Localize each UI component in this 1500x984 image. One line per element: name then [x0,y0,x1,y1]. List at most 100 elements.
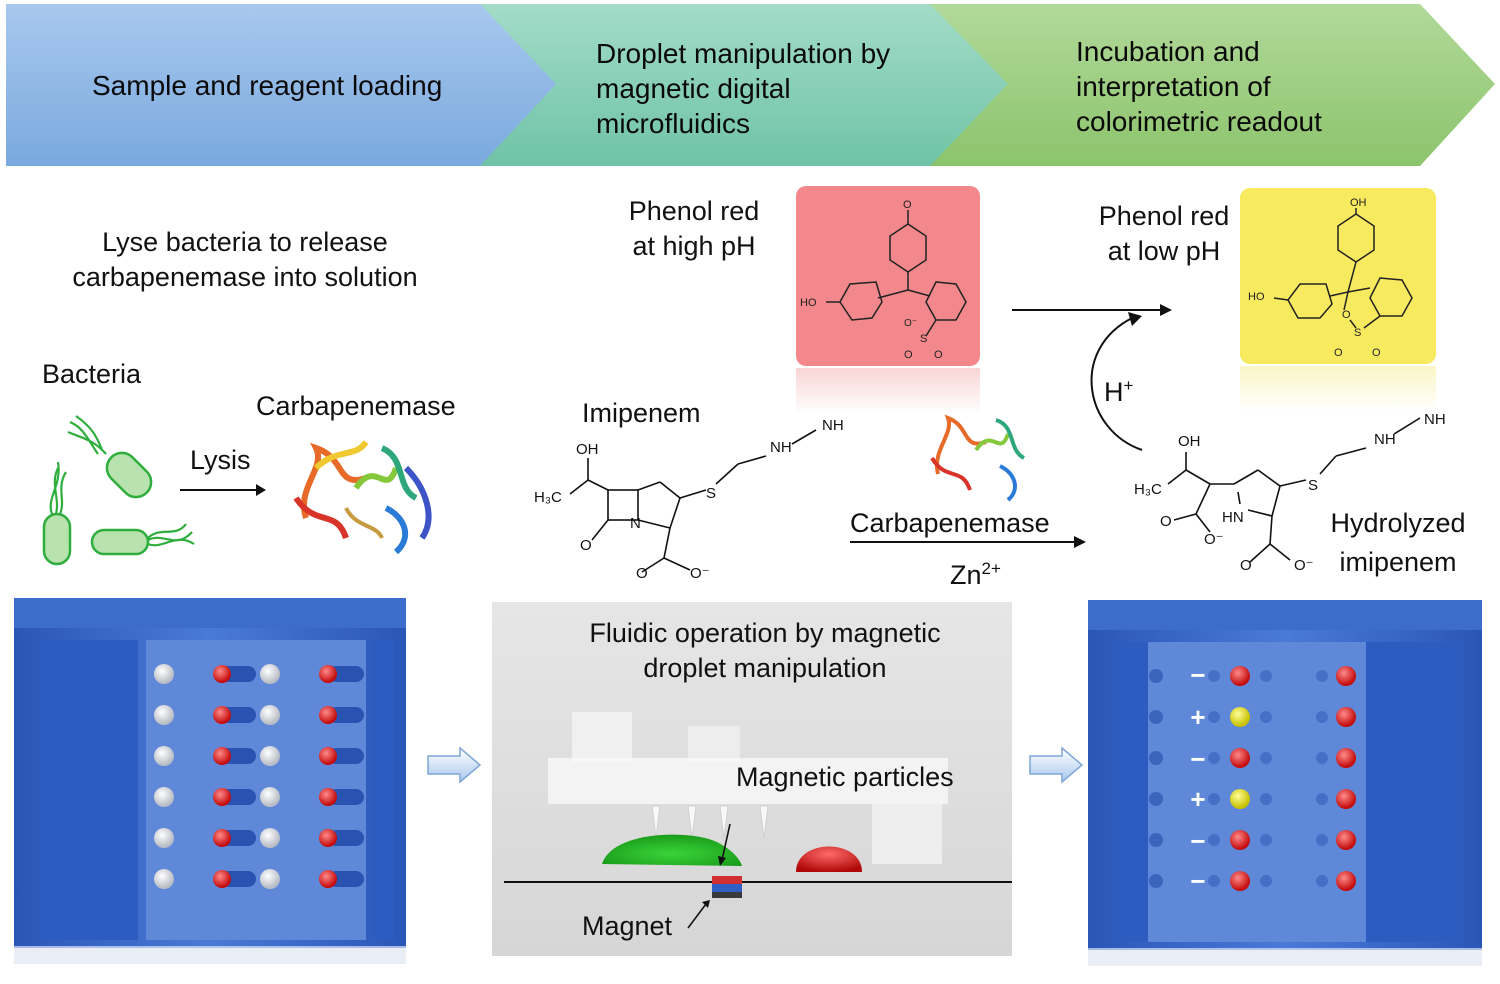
o-label: O [934,349,943,361]
left-droplet-grid [154,664,364,889]
empty-well [1208,875,1220,887]
empty-well [1208,670,1220,682]
control-droplet [1336,789,1356,809]
reagent-droplet [319,665,337,683]
empty-well [1149,669,1163,683]
negative-droplet [1230,830,1250,850]
step-1-label: Sample and reagent loading [92,70,443,101]
step-1-arrow [6,4,556,166]
control-droplet [1336,666,1356,686]
empty-well [1316,834,1328,846]
magnetic-particles-label: Magnetic particles [736,762,954,792]
control-droplet [1336,871,1356,891]
sample-droplet [260,828,280,848]
sample-droplet [154,664,174,684]
phenol-red-high-label: Phenol red at high pH [628,196,760,261]
control-droplet [1336,830,1356,850]
empty-well [1208,793,1220,805]
empty-well [1316,793,1328,805]
empty-well [1316,875,1328,887]
readout-sign: + [1190,702,1206,732]
loading-cartridge [14,598,406,964]
magnetic-droplet-device [492,602,1012,956]
hydrolyzed-imipenem-label: Hydrolyzed imipenem [1330,508,1466,577]
imipenem-oh-label: OH [576,441,599,458]
hydro-hn-label: HN [1222,509,1244,526]
lysis-label: Lysis [190,445,251,475]
channel-slot [328,748,364,764]
carbapenemase-enzyme-label: Carbapenemase [850,508,1050,538]
imipenem-o-label: O [580,537,592,554]
empty-well [1316,711,1328,723]
bacterium-1 [67,415,153,499]
magnet-icon [712,884,742,892]
empty-well [1316,752,1328,764]
lyse-description: Lyse bacteria to release carbapenemase i… [72,227,418,292]
empty-well [1260,834,1272,846]
channel-slot [328,707,364,723]
imipenem-n-label: N [630,515,641,532]
sample-droplet [154,705,174,725]
readout-sign: − [1190,744,1206,774]
reaction-arrow [850,536,1086,548]
sample-droplet [260,787,280,807]
workflow-arrow-1 [427,746,482,784]
channel-slot [328,789,364,805]
empty-well [1149,710,1163,724]
sample-droplet [260,869,280,889]
phenol-red-high-ph-structure: O HO O⁻ S O O [796,186,980,414]
bacterium-3 [90,523,195,556]
proton-curved-arrow [1090,312,1143,451]
right-droplet-grid [1149,666,1356,891]
negative-droplet [1230,748,1250,768]
carbapenemase-protein-icon-2 [930,414,1026,502]
readout-sign: + [1190,784,1206,814]
hydro-s-label: S [1308,477,1318,494]
positive-droplet [1230,789,1250,809]
carbapenemase-label-left: Carbapenemase [256,391,456,421]
ho-label-2: HO [1248,291,1265,303]
sample-droplet [154,869,174,889]
reagent-droplet [319,706,337,724]
imipenem-structure: OH H₃C N O S NH NH O O⁻ [534,417,844,582]
hydro-nh-label: NH [1374,431,1396,448]
readout-plate [1148,642,1366,942]
o-minus-label: O⁻ [904,318,917,329]
sample-droplet [260,746,280,766]
step-2-label: Droplet manipulation by magnetic digital… [596,38,891,139]
empty-well [1260,711,1272,723]
o-label-4: O [1372,347,1381,359]
empty-well [1149,833,1163,847]
reagent-droplet [213,665,231,683]
empty-well [1208,752,1220,764]
step-2-arrow [468,4,1008,166]
hydro-o2-label: O [1240,557,1252,574]
color-change-arrow [1012,304,1172,316]
readout-sign: − [1190,660,1206,690]
bacterium-2 [42,461,72,566]
imipenem-nh2-label: NH [822,417,844,434]
s-label-2: S [1354,327,1361,339]
sample-droplet [154,828,174,848]
hydro-oh-label: OH [1178,433,1201,450]
empty-well [1260,875,1272,887]
reagent-droplet [213,747,231,765]
o-ring-label: O [1342,309,1351,321]
hydro-ominus-label: O⁻ [1204,531,1224,548]
ho-label: HO [800,297,817,309]
hydro-nh2-label: NH [1424,411,1446,428]
workflow-banner [6,4,1495,166]
readout-cartridge [1088,600,1482,966]
bacteria-label: Bacteria [42,359,142,389]
lysis-arrow [180,484,266,496]
negative-droplet [1230,871,1250,891]
imipenem-o2-label: O [636,565,648,582]
imipenem-nh-label: NH [770,439,792,456]
magnet-label: Magnet [582,911,673,941]
imipenem-ominus-label: O⁻ [690,565,710,582]
fluidic-operation-caption: Fluidic operation by magnetic droplet ma… [589,618,941,683]
zinc-cofactor-label: Zn2+ [950,559,1001,590]
reagent-droplet [213,706,231,724]
o-label-3: O [1334,347,1343,359]
reagent-droplet [319,870,337,888]
